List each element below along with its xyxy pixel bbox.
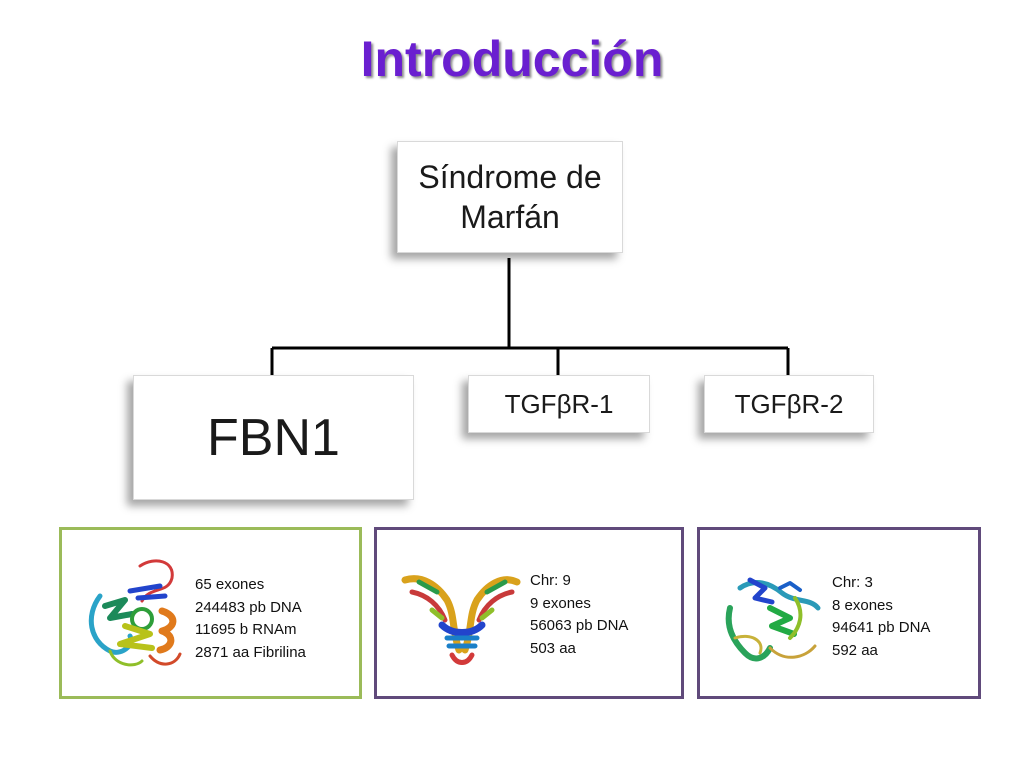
info-line: 244483 pb DNA [195, 598, 302, 616]
child-node-tgfbr2: TGFβR-2 [704, 375, 874, 433]
info-line: 11695 b RNAm [195, 621, 297, 638]
info-line: 592 aa [832, 641, 878, 659]
info-box-tgfbr1: Chr: 9 9 exones 56063 pb DNA 503 aa [374, 527, 684, 699]
info-line: 65 exones [195, 576, 265, 593]
info-line: 2871 aa Fibrilina [195, 643, 306, 661]
info-text-tgfbr2: Chr: 3 8 exones 94641 pb DNA 592 aa [832, 572, 930, 662]
tgfbr2-protein-structure-image [725, 577, 821, 662]
info-line: 9 exones [530, 594, 591, 612]
info-box-fbn1: 65 exones 244483 pb DNA 11695 b RNAm 287… [59, 527, 362, 699]
info-line: Chr: 3 [832, 574, 873, 591]
child-node-fbn1: FBN1 [133, 375, 414, 500]
info-text-tgfbr1: Chr: 9 9 exones 56063 pb DNA 503 aa [530, 570, 628, 660]
info-line: Chr: 9 [530, 572, 571, 589]
info-line: 8 exones [832, 596, 893, 614]
info-box-tgfbr2: Chr: 3 8 exones 94641 pb DNA 592 aa [697, 527, 981, 699]
info-line: 94641 pb DNA [832, 619, 931, 636]
child-node-tgfbr1: TGFβR-1 [468, 375, 650, 433]
root-node-line2: Marfán [460, 199, 560, 235]
info-line: 503 aa [530, 639, 576, 657]
info-line: 56063 pb DNA [530, 617, 629, 634]
tgfbr1-protein-structure-image [401, 575, 521, 665]
root-node-marfan-syndrome: Síndrome de Marfán [397, 141, 623, 253]
root-node-line1: Síndrome de [418, 159, 602, 195]
slide-title: Introducción [360, 31, 664, 87]
fibrillin-protein-structure-image [88, 559, 182, 667]
info-text-fbn1: 65 exones 244483 pb DNA 11695 b RNAm 287… [195, 574, 306, 664]
